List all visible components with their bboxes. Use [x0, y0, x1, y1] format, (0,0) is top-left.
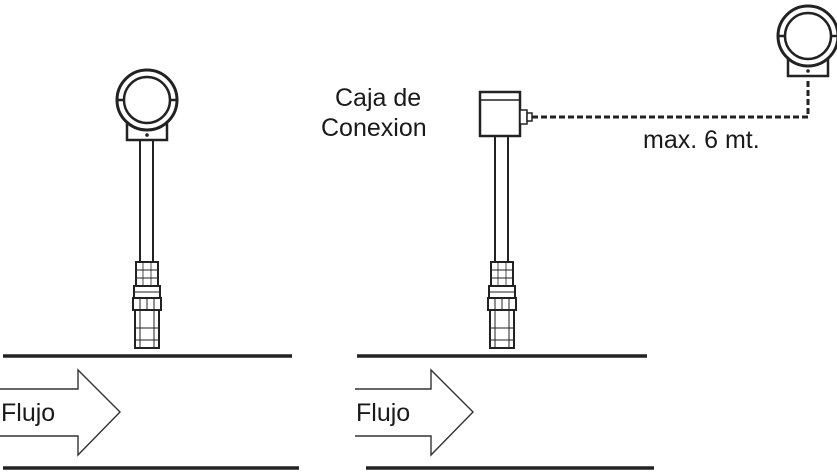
junction-box-label-line1: Caja de — [335, 84, 422, 112]
right-process-fitting — [487, 261, 517, 349]
remote-transmitter-head — [776, 4, 837, 78]
left-flow-arrow-icon — [0, 368, 121, 457]
flow-label-left: Flujo — [1, 399, 56, 427]
remote-flowmeter — [478, 90, 533, 349]
junction-box-label-line2: Conexion — [321, 114, 427, 142]
max-distance-label: max. 6 mt. — [643, 126, 760, 154]
flow-label-right: Flujo — [356, 399, 411, 427]
junction-box-icon — [478, 90, 533, 138]
left-process-fitting — [132, 261, 162, 349]
integral-flowmeter — [115, 68, 179, 349]
remote-cable — [532, 79, 810, 119]
right-flow-arrow-icon — [355, 368, 474, 457]
left-stem — [139, 140, 154, 262]
right-stem — [494, 136, 509, 262]
left-transmitter-head — [115, 68, 179, 142]
